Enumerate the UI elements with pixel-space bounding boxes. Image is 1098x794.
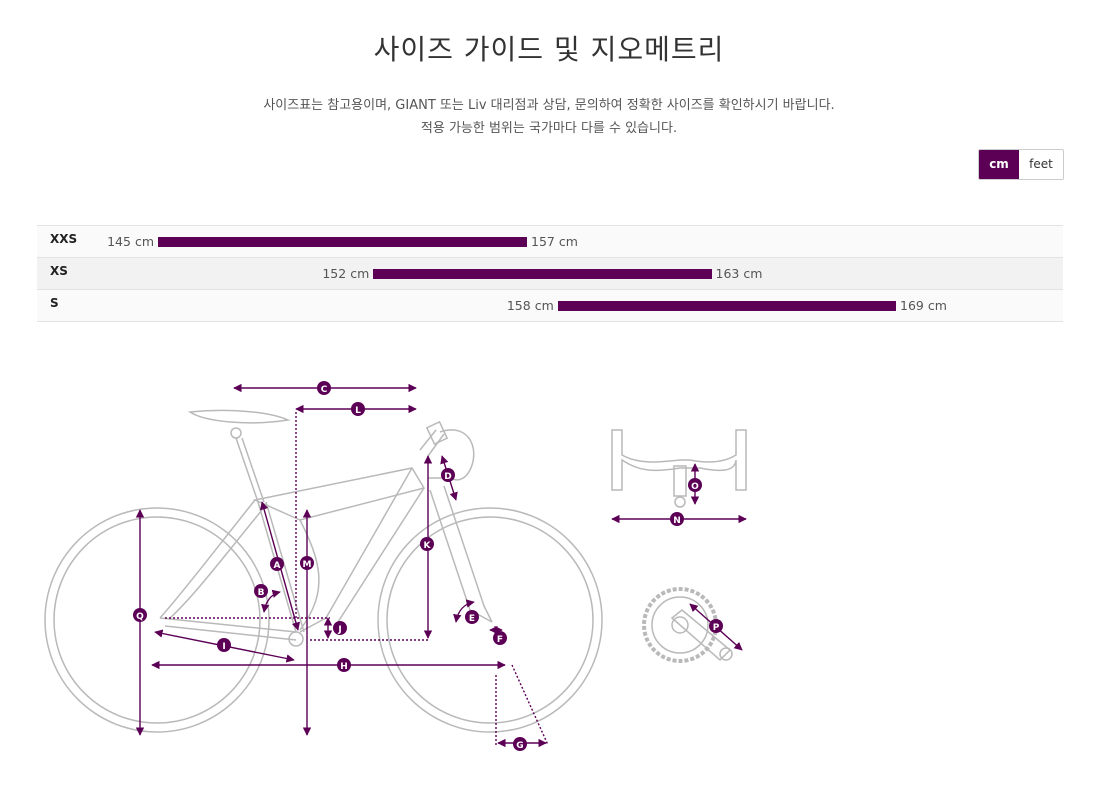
range-bar <box>373 269 712 279</box>
svg-text:I: I <box>222 642 225 652</box>
description-line-2: 적용 가능한 범위는 국가마다 다를 수 있습니다. <box>420 121 678 136</box>
range-min-label: 152 cm <box>322 266 370 281</box>
svg-text:J: J <box>337 625 341 635</box>
marker-i: I <box>217 638 231 652</box>
size-row-xs: XS 152 cm 163 cm <box>37 258 1063 290</box>
svg-text:G: G <box>516 741 523 751</box>
range-bar <box>158 237 527 247</box>
page-title: 사이즈 가이드 및 지오메트리 <box>373 33 725 66</box>
range-max-label: 163 cm <box>715 266 763 281</box>
size-label: XS <box>50 264 68 278</box>
description-line-1: 사이즈표는 참고용이며, GIANT 또는 Liv 대리점과 상담, 문의하여 … <box>263 98 835 113</box>
marker-c: C <box>317 381 331 395</box>
marker-a: A <box>270 557 284 571</box>
geometry-markers: A B C D E F G H I J K L M N O P Q <box>133 381 723 751</box>
svg-text:E: E <box>469 614 475 624</box>
bike-geometry-diagram: A B C D E F G H I J K L M N O P Q <box>44 381 747 751</box>
handlebar-front-view <box>611 429 747 508</box>
marker-k: K <box>420 537 434 551</box>
svg-text:D: D <box>444 472 451 482</box>
range-min-label: 145 cm <box>107 234 154 249</box>
marker-f: F <box>493 631 507 645</box>
svg-text:F: F <box>497 635 503 645</box>
size-chart: XXS 145 cm 157 cm XS 152 cm 163 cm S 158… <box>37 225 1063 322</box>
svg-text:B: B <box>258 588 265 598</box>
range-max-label: 169 cm <box>900 298 947 313</box>
range-bar <box>557 301 896 311</box>
svg-text:K: K <box>424 541 432 551</box>
unit-feet-button[interactable]: feet <box>1019 150 1063 179</box>
svg-text:C: C <box>321 385 328 395</box>
size-range: 152 cm 163 cm <box>322 267 762 281</box>
marker-l: L <box>351 402 365 416</box>
marker-h: H <box>337 658 351 672</box>
marker-b: B <box>254 584 268 598</box>
marker-p: P <box>709 619 723 633</box>
svg-text:O: O <box>691 482 699 492</box>
marker-j: J <box>333 621 347 635</box>
svg-text:N: N <box>673 516 681 526</box>
svg-text:L: L <box>355 406 361 416</box>
svg-text:A: A <box>274 561 281 571</box>
range-min-label: 158 cm <box>506 298 554 313</box>
size-row-s: S 158 cm 169 cm <box>37 290 1063 322</box>
svg-text:M: M <box>303 560 312 570</box>
size-range: 145 cm 157 cm <box>107 235 578 249</box>
unit-cm-button[interactable]: cm <box>979 150 1019 179</box>
size-label: S <box>50 296 59 310</box>
svg-text:Q: Q <box>136 612 144 622</box>
marker-o: O <box>688 478 702 492</box>
marker-d: D <box>441 468 455 482</box>
marker-n: N <box>670 512 684 526</box>
marker-g: G <box>513 737 527 751</box>
marker-q: Q <box>133 608 147 622</box>
size-row-xxs: XXS 145 cm 157 cm <box>37 226 1063 258</box>
range-max-label: 157 cm <box>531 234 578 249</box>
size-range: 158 cm 169 cm <box>507 299 947 313</box>
marker-m: M <box>300 556 314 570</box>
marker-e: E <box>465 610 479 624</box>
svg-text:P: P <box>713 623 720 633</box>
size-guide-description: 사이즈표는 참고용이며, GIANT 또는 Liv 대리점과 상담, 문의하여 … <box>0 94 1098 140</box>
size-label: XXS <box>50 232 78 246</box>
svg-text:H: H <box>340 662 348 672</box>
bike-outline <box>44 409 603 733</box>
unit-toggle: cm feet <box>978 149 1064 180</box>
